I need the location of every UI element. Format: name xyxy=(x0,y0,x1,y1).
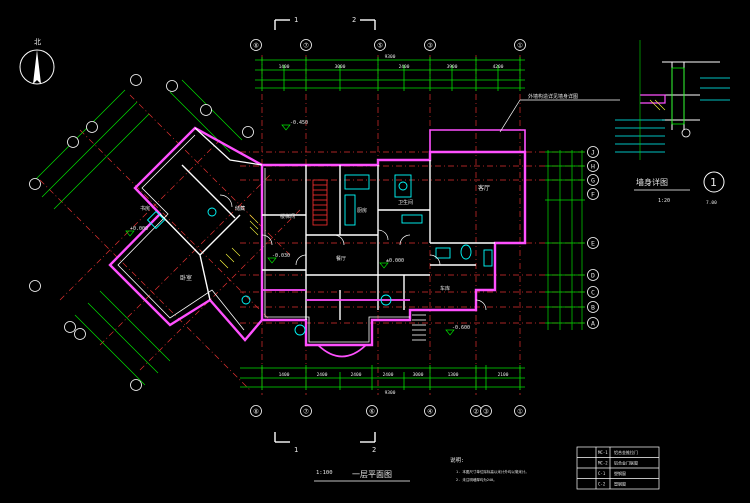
room-label-7: 楼梯间 xyxy=(280,213,295,220)
bottom-dim-5: 3000 xyxy=(413,372,424,378)
top-axis-4: ③ xyxy=(427,42,433,50)
legend-desc-2: 铝合金门联窗 xyxy=(614,460,638,466)
detail-number-circle xyxy=(703,171,725,193)
bottom-axis-1: ⑧ xyxy=(253,408,259,416)
elevation-5: +0.000 xyxy=(130,226,148,232)
room-label-3: 厨房 xyxy=(357,207,367,214)
room-label-4: 卫生间 xyxy=(398,199,413,206)
note-1: 1. 本图尺寸单位除标高以米计外均以毫米计。 xyxy=(456,469,529,474)
legend-desc-3: 塑钢窗 xyxy=(614,470,626,476)
axis-bubbles-bottom xyxy=(250,405,526,417)
walls xyxy=(108,126,527,358)
room-label-5: 餐厅 xyxy=(336,255,346,262)
legend-code-2: MC-2 xyxy=(598,461,608,466)
note-2: 2. 未注明墙厚均为240。 xyxy=(456,477,497,482)
wall-hatch xyxy=(219,214,259,269)
right-axis-9: A xyxy=(591,320,595,328)
top-dim-3: 2400 xyxy=(399,64,410,70)
top-axis-3: ⑤ xyxy=(377,42,383,50)
bottom-axis-6: ③ xyxy=(483,408,489,416)
room-label-6: 车库 xyxy=(440,285,450,292)
section-mark-bottom-2: 2 xyxy=(372,446,376,454)
callout-text: 外墙构造详见墙身详图 xyxy=(528,93,578,100)
legend-code-3: C-1 xyxy=(598,471,606,476)
staircase xyxy=(312,179,426,341)
section-mark-top-1: 1 xyxy=(294,16,298,24)
right-axis-3: G xyxy=(591,177,595,185)
bottom-dim-6: 1300 xyxy=(448,372,459,378)
legend-table xyxy=(576,446,660,490)
fixtures xyxy=(146,174,493,336)
right-axis-4: F xyxy=(591,191,595,199)
elevation-3: -0.030 xyxy=(272,253,290,259)
section-marks xyxy=(274,19,376,443)
top-dim-2: 3000 xyxy=(335,64,346,70)
north-arrow-icon xyxy=(19,49,55,85)
elevation-4: -0.600 xyxy=(452,325,470,331)
top-dim-4: 3900 xyxy=(447,64,458,70)
room-label-9: 储藏 xyxy=(235,205,245,212)
detail-scale: 1:20 xyxy=(658,198,670,204)
right-axis-7: C xyxy=(591,289,595,297)
right-axis-1: J xyxy=(591,149,595,157)
top-axis-5: ① xyxy=(517,42,523,50)
axis-grid-lines xyxy=(39,55,590,395)
room-label-2: 卧室 xyxy=(180,274,192,282)
bottom-axis-2: ⑦ xyxy=(303,408,309,416)
dimension-ticks xyxy=(261,57,585,390)
right-axis-8: B xyxy=(591,304,595,312)
bottom-axis-5: ② xyxy=(473,408,479,416)
wall-detail xyxy=(615,40,730,160)
bottom-dim-2: 2400 xyxy=(317,372,328,378)
bottom-dim-overall: 9300 xyxy=(385,390,396,396)
section-mark-bottom-1: 1 xyxy=(294,446,298,454)
legend-desc-1: 铝合金推拉门 xyxy=(614,449,638,455)
elevation-markers xyxy=(125,124,455,336)
bottom-dim-3: 2400 xyxy=(351,372,362,378)
north-label: 北 xyxy=(34,38,41,46)
detail-title: 墙身详图 xyxy=(636,177,668,187)
notes-label: 说明: xyxy=(450,456,464,464)
top-axis-2: ⑦ xyxy=(303,42,309,50)
door-swings xyxy=(219,194,487,311)
detail-note: 7.00 xyxy=(706,200,717,206)
room-label-8: 书房 xyxy=(140,205,150,212)
legend-code-4: C-2 xyxy=(598,482,606,487)
bottom-axis-4: ④ xyxy=(427,408,433,416)
top-axis-1: ⑧ xyxy=(253,42,259,50)
axis-bubbles-top xyxy=(250,39,526,51)
detail-number: 1 xyxy=(710,176,717,189)
top-dim-1: 1400 xyxy=(279,64,290,70)
room-label-1: 客厅 xyxy=(478,184,490,192)
bottom-dim-7: 2100 xyxy=(498,372,509,378)
dimension-lines xyxy=(29,59,583,388)
axis-bubbles-right xyxy=(587,146,599,329)
top-dim-5: 4200 xyxy=(493,64,504,70)
top-dim-overall: 9300 xyxy=(385,54,396,60)
right-axis-6: D xyxy=(591,272,595,280)
section-mark-top-2: 2 xyxy=(352,16,356,24)
bottom-axis-7: ① xyxy=(517,408,523,416)
axis-bubbles-wing xyxy=(29,74,254,391)
legend-desc-4: 塑钢窗 xyxy=(614,481,626,487)
drawing-scale: 1:100 xyxy=(316,470,333,476)
legend-code-1: MC-1 xyxy=(598,450,608,455)
elevation-2: ±0.000 xyxy=(386,258,404,264)
bottom-axis-3: ⑥ xyxy=(369,408,375,416)
elevation-1: -0.450 xyxy=(290,120,308,126)
bottom-dim-1: 1400 xyxy=(279,372,290,378)
bottom-dim-4: 2400 xyxy=(383,372,394,378)
right-axis-5: E xyxy=(591,240,595,248)
drawing-title: 一层平面图 xyxy=(352,470,392,479)
callout-leader xyxy=(499,99,620,133)
right-axis-2: H xyxy=(591,163,595,171)
